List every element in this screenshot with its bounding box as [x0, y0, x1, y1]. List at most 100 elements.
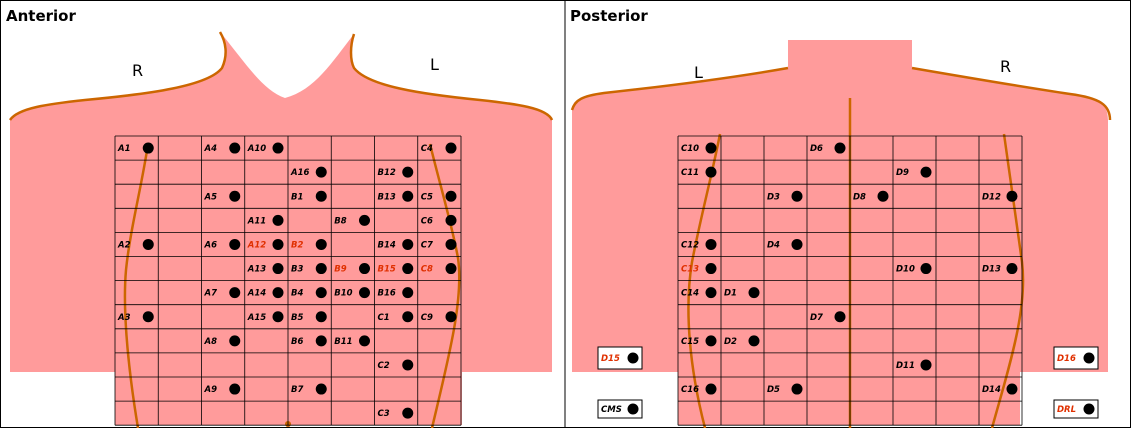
anterior-title: Anterior — [6, 7, 76, 25]
electrode-label-a1: A1 — [117, 144, 131, 154]
electrode-dot-a9 — [229, 384, 240, 395]
electrode-label-c8: C8 — [421, 265, 433, 275]
electrode-label-c13: C13 — [681, 265, 699, 275]
electrode-dot-b4 — [316, 287, 327, 298]
posterior-side-left: L — [694, 63, 703, 82]
electrode-label-c15: C15 — [681, 337, 699, 347]
electrode-label-a3: A3 — [117, 313, 131, 323]
electrode-dot-b16 — [402, 287, 413, 298]
electrode-dot-a5 — [229, 191, 240, 202]
electrode-dot-d1 — [749, 287, 760, 298]
electrode-dot-c4 — [446, 143, 457, 154]
electrode-label-a8: A8 — [204, 337, 218, 347]
electrode-label-c11: C11 — [681, 168, 699, 178]
electrode-label-b5: B5 — [291, 313, 303, 323]
electrode-label-d10: D10 — [896, 265, 915, 275]
electrode-label-b7: B7 — [291, 385, 303, 395]
electrode-dot-c2 — [402, 359, 413, 370]
electrode-dot-a1 — [143, 143, 154, 154]
electrode-label-b3: B3 — [291, 265, 303, 275]
electrode-label-c9: C9 — [421, 313, 433, 323]
electrode-label-b12: B12 — [378, 168, 396, 178]
anterior-side-right: L — [430, 55, 439, 74]
electrode-label-b8: B8 — [334, 216, 346, 226]
electrode-dot-b10 — [359, 287, 370, 298]
electrode-dot-c6 — [446, 215, 457, 226]
electrode-dot-b5 — [316, 311, 327, 322]
electrode-label-d13: D13 — [982, 265, 1001, 275]
electrode-dot-d16 — [1084, 353, 1095, 364]
electrode-label-d2: D2 — [724, 337, 737, 347]
electrode-label-d14: D14 — [982, 385, 1001, 395]
electrode-label-a10: A10 — [247, 144, 266, 154]
electrode-label-c1: C1 — [378, 313, 390, 323]
electrode-dot-a2 — [143, 239, 154, 250]
electrode-dot-b14 — [402, 239, 413, 250]
electrode-label-d4: D4 — [767, 240, 780, 250]
electrode-label-a13: A13 — [247, 265, 266, 275]
electrode-dot-b13 — [402, 191, 413, 202]
electrode-label-d6: D6 — [810, 144, 823, 154]
electrode-label-drl: DRL — [1057, 405, 1076, 415]
anterior-side-left: R — [132, 61, 143, 80]
anterior-panel: A1A4A10C4A16B12A5B1B13C5A11B8C6A2A6A12B2… — [6, 7, 552, 428]
electrode-dot-d4 — [792, 239, 803, 250]
electrode-label-d15: D15 — [601, 354, 620, 364]
posterior-side-right: R — [1000, 57, 1011, 76]
electrode-dot-drl — [1084, 404, 1095, 415]
electrode-dot-a16 — [316, 167, 327, 178]
electrode-dot-c9 — [446, 311, 457, 322]
electrode-dot-d5 — [792, 384, 803, 395]
electrode-label-a6: A6 — [204, 240, 218, 250]
posterior-title: Posterior — [570, 7, 648, 25]
electrode-dot-d9 — [921, 167, 932, 178]
electrode-dot-d8 — [878, 191, 889, 202]
electrode-label-b14: B14 — [378, 240, 396, 250]
electrode-label-d1: D1 — [724, 289, 737, 299]
electrode-label-b13: B13 — [378, 192, 396, 202]
electrode-dot-c8 — [446, 263, 457, 274]
electrode-dot-b2 — [316, 239, 327, 250]
electrode-label-a2: A2 — [117, 240, 131, 250]
electrode-label-c3: C3 — [378, 409, 390, 419]
electrode-label-c2: C2 — [378, 361, 390, 371]
electrode-dot-a4 — [229, 143, 240, 154]
electrode-dot-c1 — [402, 311, 413, 322]
electrode-dot-b12 — [402, 167, 413, 178]
electrode-dot-c12 — [706, 239, 717, 250]
electrode-label-c16: C16 — [681, 385, 699, 395]
electrode-label-d5: D5 — [767, 385, 780, 395]
electrode-label-b10: B10 — [334, 289, 352, 299]
electrode-dot-d13 — [1007, 263, 1018, 274]
electrode-dot-d12 — [1007, 191, 1018, 202]
electrode-label-cms: CMS — [601, 405, 622, 415]
electrode-dot-a8 — [229, 335, 240, 346]
electrode-label-b6: B6 — [291, 337, 303, 347]
electrode-label-d3: D3 — [767, 192, 780, 202]
electrode-dot-a6 — [229, 239, 240, 250]
electrode-dot-c5 — [446, 191, 457, 202]
electrode-label-a12: A12 — [247, 240, 266, 250]
electrode-dot-c3 — [402, 408, 413, 419]
electrode-dot-d2 — [749, 335, 760, 346]
electrode-label-a16: A16 — [290, 168, 309, 178]
electrode-dot-a10 — [273, 143, 284, 154]
electrode-label-c14: C14 — [681, 289, 699, 299]
electrode-dot-b6 — [316, 335, 327, 346]
electrode-dot-c10 — [706, 143, 717, 154]
electrode-label-b9: B9 — [334, 265, 346, 275]
electrode-label-a4: A4 — [204, 144, 218, 154]
electrode-label-a5: A5 — [204, 192, 218, 202]
electrode-dot-c16 — [706, 384, 717, 395]
electrode-dot-d15 — [628, 353, 639, 364]
electrode-dot-b8 — [359, 215, 370, 226]
electrode-dot-a12 — [273, 239, 284, 250]
electrode-label-b1: B1 — [291, 192, 303, 202]
electrode-label-b15: B15 — [378, 265, 396, 275]
electrode-dot-c11 — [706, 167, 717, 178]
electrode-label-b4: B4 — [291, 289, 303, 299]
electrode-dot-b15 — [402, 263, 413, 274]
electrode-label-a7: A7 — [204, 289, 218, 299]
